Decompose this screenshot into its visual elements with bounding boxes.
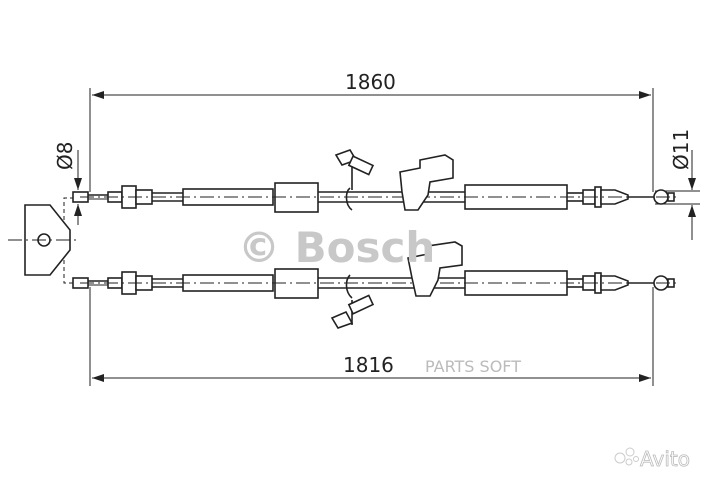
bracket-clip-lower (407, 241, 463, 297)
diameter-left-label: Ø8 (53, 142, 77, 170)
diameter-right-label: Ø11 (669, 129, 693, 170)
clip-lower (330, 274, 375, 329)
dimension-top-label: 1860 (345, 70, 396, 94)
bracket-clip-upper (399, 154, 454, 211)
cable-lower (72, 268, 681, 299)
clip-upper (334, 149, 375, 211)
avito-logo: Avito (614, 447, 690, 471)
parts-soft-watermark: PARTS SOFT (425, 357, 521, 376)
svg-text:Avito: Avito (640, 447, 690, 471)
dimension-bottom-label: 1816 (343, 353, 394, 377)
bosch-watermark: © Bosch (238, 223, 435, 272)
cable-upper (72, 182, 681, 213)
